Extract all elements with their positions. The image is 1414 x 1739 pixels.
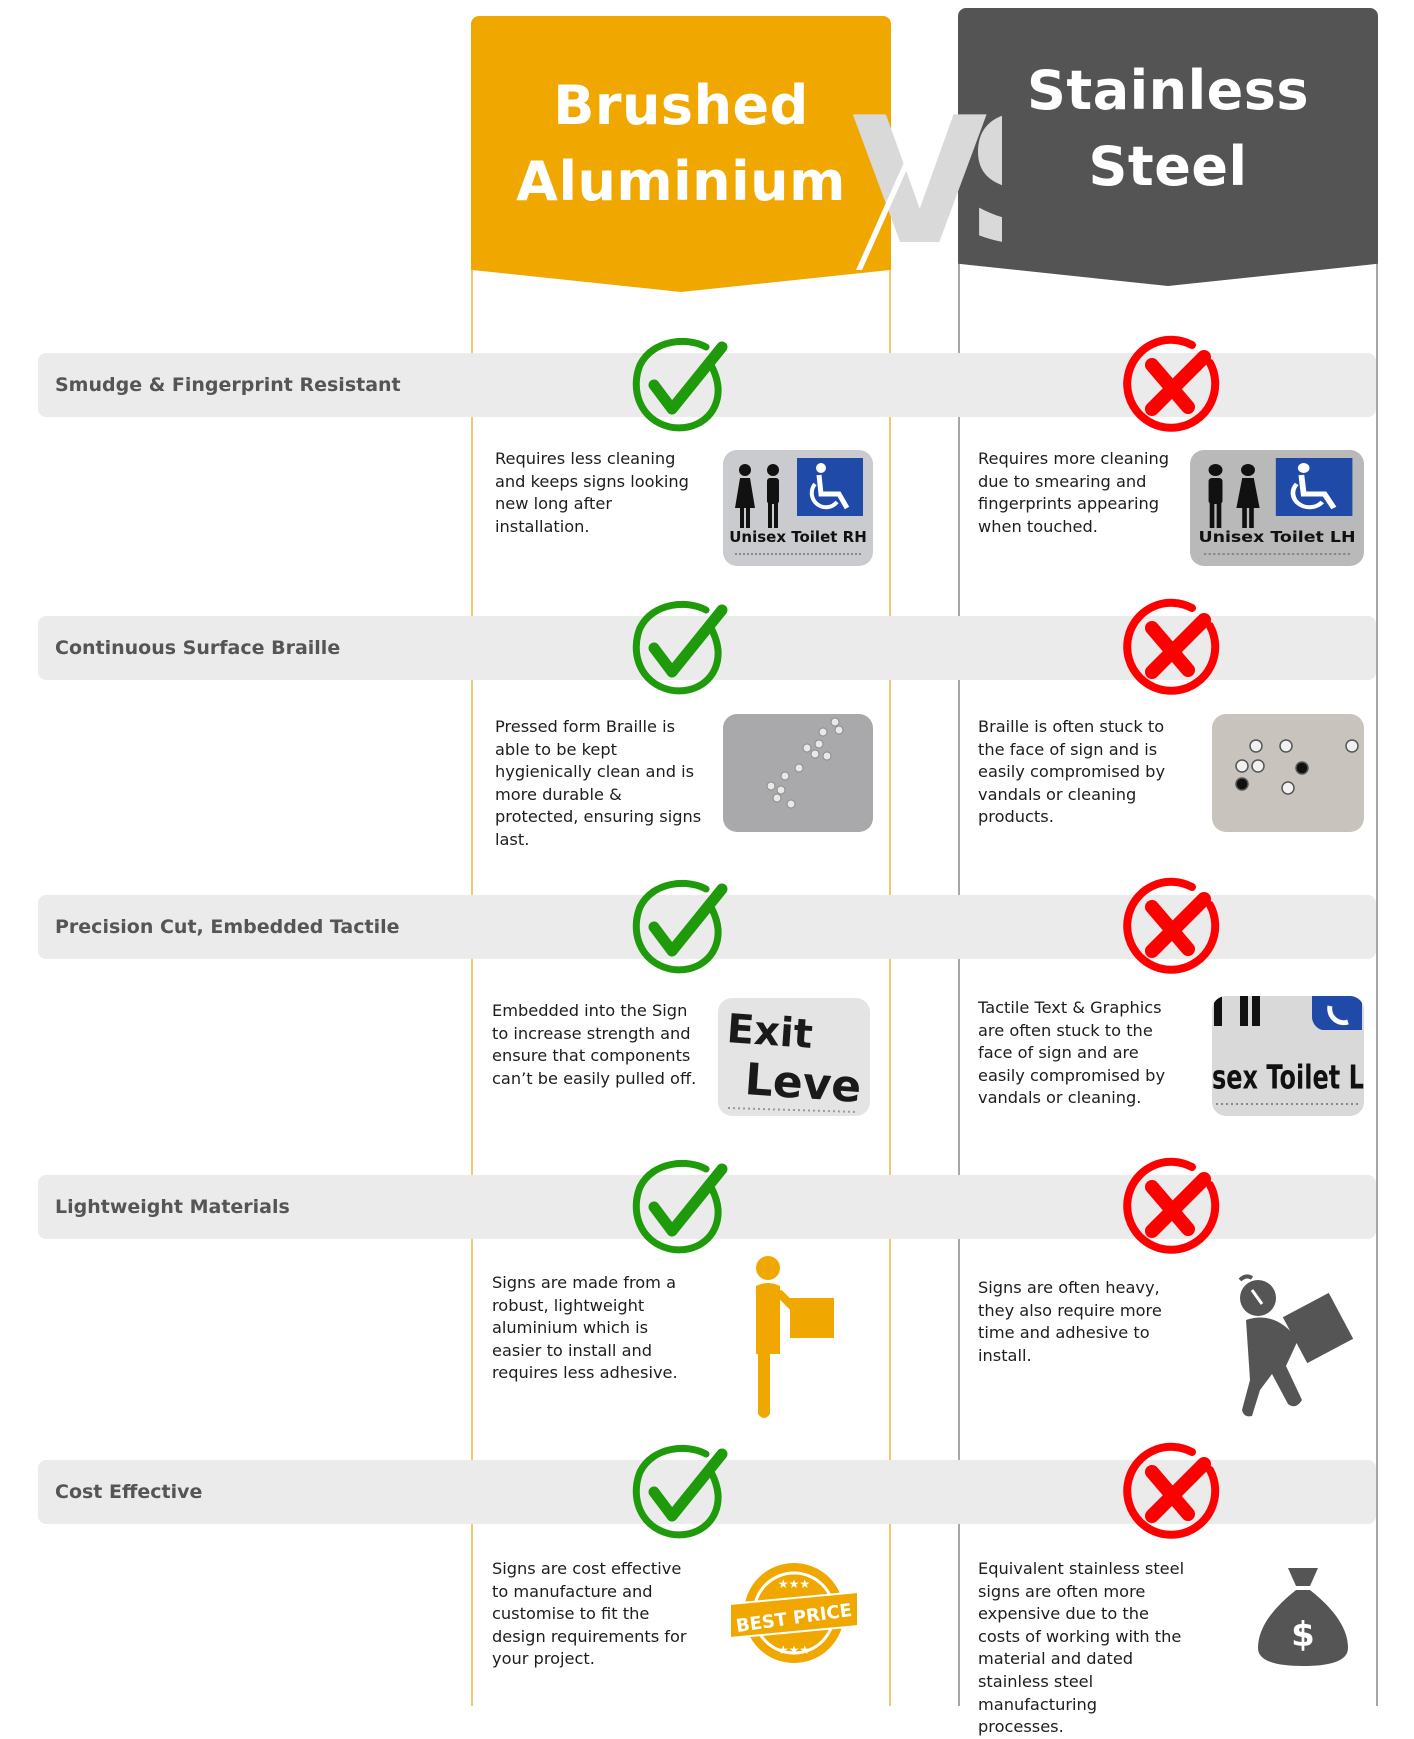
steel-description: Equivalent stainless steel signs are oft… [978,1559,1185,1737]
svg-text:$: $ [1291,1615,1315,1655]
aluminium-description: Signs are cost effective to manufacture … [492,1559,687,1669]
svg-text:Leve: Leve [743,1054,863,1113]
cross-icon [1122,1442,1222,1542]
feature-label: Precision Cut, Embedded Tactile [55,916,400,938]
steel-title-line1: Stainless [1026,59,1309,122]
aluminium-description: Requires less cleaning and keeps signs l… [495,449,689,536]
svg-text:★★★: ★★★ [778,1577,810,1591]
exit-caption: Exit [725,1006,814,1058]
svg-text:Unisex Toilet RH: Unisex Toilet RH [729,528,867,546]
unisex-toilet-lh-sign-image: Unisex Toilet LH [1190,450,1364,566]
aluminium-header: Brushed Aluminium [471,16,891,292]
pressed-braille-photo-image [723,714,873,832]
aluminium-column-right-line [889,262,891,1706]
check-icon [628,598,728,698]
toilet-lh-tactile-photo-image: sex Toilet LH [1212,996,1364,1116]
best-price-badge-icon: BEST PRICE ★★★ ★★★ [724,1558,864,1668]
aluminium-description: Signs are made from a robust, lightweigh… [492,1273,678,1383]
check-icon [628,1442,728,1542]
money-bag-icon: $ [1248,1560,1358,1670]
person-struggling-heavy-box-icon [1216,1270,1366,1420]
cross-icon [1122,598,1222,698]
feature-label: Smudge & Fingerprint Resistant [55,374,401,396]
aluminium-column-left-line [471,262,473,1706]
check-icon [628,1157,728,1257]
steel-description: Signs are often heavy, they also require… [978,1278,1162,1365]
aluminium-title-line2: Aluminium [516,150,846,213]
check-icon [628,877,728,977]
feature-label: Cost Effective [55,1481,203,1503]
cross-icon [1122,1157,1222,1257]
steel-description: Tactile Text & Graphics are often stuck … [978,998,1166,1108]
cross-icon [1122,877,1222,977]
exit-level-sign-photo-image: Exit Leve [718,998,870,1116]
person-carrying-light-box-icon [740,1254,860,1424]
vs-emblem-icon: VS [852,70,1002,270]
svg-text:Unisex Toilet LH: Unisex Toilet LH [1198,528,1355,546]
aluminium-description: Pressed form Braille is able to be kept … [495,717,702,849]
steel-header: Stainless Steel [958,8,1378,286]
check-icon [628,335,728,435]
svg-text:sex Toilet LH: sex Toilet LH [1212,1058,1364,1097]
steel-title-line2: Steel [1088,135,1248,198]
feature-label: Lightweight Materials [55,1196,290,1218]
steel-column-left-line [958,262,960,1706]
stuck-on-braille-photo-image [1212,714,1364,832]
steel-description: Braille is often stuck to the face of si… [978,717,1166,827]
steel-column-right-line [1376,262,1378,1706]
cross-icon [1122,335,1222,435]
aluminium-title-line1: Brushed [553,74,809,137]
aluminium-description: Embedded into the Sign to increase stren… [492,1001,697,1088]
steel-description: Requires more cleaning due to smearing a… [978,449,1169,536]
feature-label: Continuous Surface Braille [55,637,341,659]
svg-text:★★★: ★★★ [778,1643,810,1657]
unisex-toilet-rh-sign-image: Unisex Toilet RH [723,450,873,566]
